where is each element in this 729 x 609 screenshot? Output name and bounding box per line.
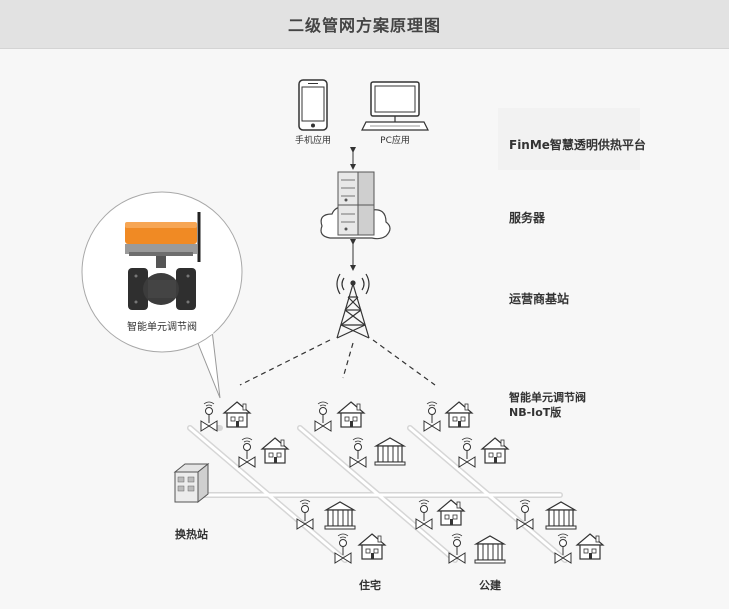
public-building-label: 公建	[479, 578, 502, 592]
exchange-station-icon	[173, 462, 210, 504]
platform-highlight	[498, 108, 640, 170]
pc-monitor-icon	[361, 81, 429, 131]
residential-label: 住宅	[359, 578, 381, 592]
server-label: 服务器	[509, 210, 546, 225]
mobile-app-label: 手机应用	[295, 134, 331, 146]
cloud-server-icon	[320, 171, 391, 240]
cell-tower-icon	[336, 273, 370, 339]
smart-valve-photo-icon	[125, 212, 201, 310]
pc-app-label: PC应用	[380, 134, 410, 146]
platform-label: FinMe智慧透明供热平台	[509, 137, 646, 152]
exchange-station-label: 换热站	[175, 527, 208, 541]
valve-product-callout	[81, 191, 243, 399]
building-nodes	[223, 401, 604, 564]
callout-label: 智能单元调节阀	[127, 320, 197, 333]
mobile-phone-icon	[298, 79, 328, 131]
valve-layer-label: 智能单元调节阀	[509, 390, 586, 404]
carrier-label: 运营商基站	[509, 291, 569, 306]
page-title: 二级管网方案原理图	[287, 16, 441, 35]
title-bar: 二级管网方案原理图	[0, 0, 729, 49]
valve-layer-sublabel: NB-IoT版	[509, 405, 561, 419]
wireless-links	[239, 339, 436, 386]
